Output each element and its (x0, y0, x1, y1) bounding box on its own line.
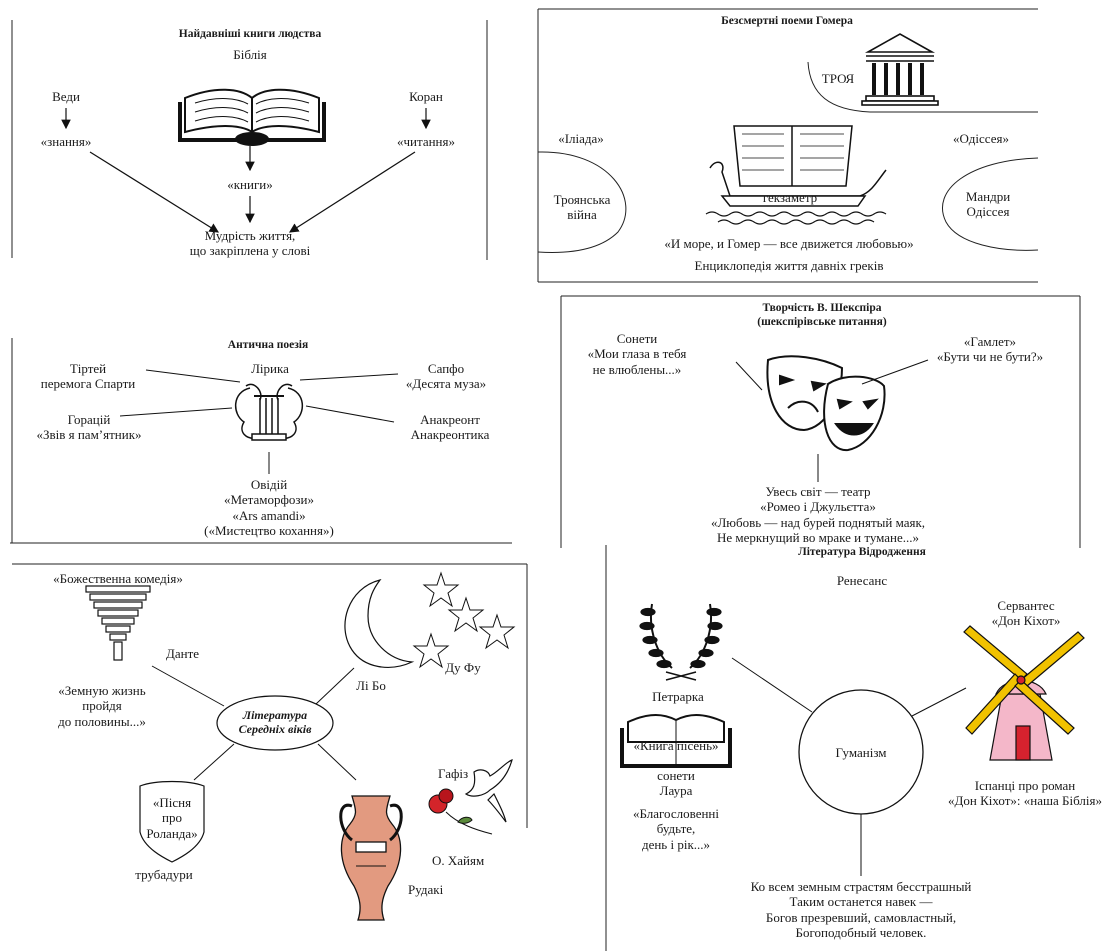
lyrics-label: Лірика (251, 361, 289, 376)
bible-label: Біблія (233, 47, 267, 62)
dante-label: Данте (166, 646, 200, 661)
ship-icon (709, 125, 887, 207)
amphora-icon (339, 795, 403, 921)
znannia-label: «знання» (40, 134, 92, 149)
hafiz-label: Гафіз (438, 766, 469, 781)
laurel-wreath-icon (639, 603, 723, 681)
open-book-icon (178, 88, 326, 146)
trojan-war-arc (537, 151, 627, 253)
humanism-label: Гуманізм (835, 745, 887, 760)
panel-antique-connectors (119, 369, 399, 474)
odyssey-label: «Одіссея» (953, 131, 1009, 146)
panel-middle-ages-frame (12, 563, 528, 828)
vedy-label: Веди (52, 89, 80, 104)
renaissance-quote: Ко всем земным страстям бесстрашный Таки… (750, 879, 972, 940)
divine-comedy-label: «Божественна комедія» (53, 571, 183, 586)
li-bo-label: Лі Бо (356, 678, 386, 693)
theatre-masks-icon (766, 355, 886, 452)
shield-icon (139, 780, 205, 863)
tyrtaeus-label: Тіртей перемога Спарти (40, 361, 136, 392)
panel-antique-frame (10, 338, 512, 544)
khayyam-label: О. Хайям (432, 853, 485, 868)
sonnets-laura-label: сонети Лаура (657, 768, 695, 799)
waves-icon (705, 211, 887, 225)
center-ellipse (216, 695, 334, 751)
book-of-songs-label: «Книга пісень» (633, 738, 719, 753)
panel-shakespeare-frame (560, 295, 1081, 548)
lyre-icon (235, 383, 303, 441)
temple-icon (861, 33, 939, 106)
panel-middle-ages-connectors (151, 665, 357, 781)
homer-quote: «И море, и Гомер — все движется любовью» (664, 236, 914, 251)
horace-label: Горацій «Звів я пам’ятник» (36, 412, 142, 443)
trojan-war-label: Троянська війна (553, 192, 611, 223)
iliad-label: «Іліада» (558, 131, 604, 146)
panel-ancient-books-frame (11, 20, 488, 260)
chytannia-label: «читання» (397, 134, 455, 149)
panel-homer-title: Безсмертні поеми Гомера (721, 15, 853, 27)
world-theatre-label: Увесь світ — театр «Ромео і Джульєтта» «… (710, 484, 926, 545)
panel-shakespeare-title: Творчість В. Шекспіра (шекспірівське пит… (757, 302, 887, 328)
middle-ages-center-label: Література Середніх віків (238, 708, 312, 737)
panel-renaissance-title: Література Відродження (798, 546, 926, 558)
wanderings-label: Мандри Одіссея (965, 189, 1011, 220)
koran-label: Коран (409, 89, 443, 104)
windmill-icon (963, 625, 1085, 761)
sonnets-label: Сонети «Мои глаза в тебя не влюблены...» (587, 331, 687, 377)
book-of-songs-icon (620, 714, 732, 768)
anacreon-label: Анакреонт Анакреонтика (410, 412, 490, 443)
wisdom-label: Мудрість життя, що закріплена у слові (189, 228, 311, 259)
hexameter-label: гекзаметр (762, 190, 818, 205)
spaniards-label: Іспанці про роман «Дон Кіхот»: «наша Біб… (948, 778, 1102, 809)
rose-icon (428, 788, 493, 835)
dante-pyramid-icon (85, 585, 151, 661)
encyclopedia-label: Енциклопедія життя давніх греків (694, 258, 884, 273)
roland-label: «Пісня про Роланда» (146, 795, 198, 841)
panel-renaissance-connectors (731, 657, 967, 876)
panel-homer-frame (537, 8, 1038, 283)
dante-quote: «Земную жизнь пройдя до половины...» (58, 683, 146, 729)
hamlet-label: «Гамлет» «Бути чи не бути?» (936, 334, 1044, 365)
knyhy-label: «книги» (227, 177, 273, 192)
rudaki-label: Рудакі (408, 882, 444, 897)
petrarch-label: Петрарка (652, 689, 704, 704)
renaissance-label: Ренесанс (836, 573, 888, 588)
stars-icon (412, 571, 516, 669)
cervantes-label: Сервантес «Дон Кіхот» (991, 598, 1061, 629)
ovid-label: Овідій «Метаморфози» «Ars amandi» («Мист… (204, 477, 334, 538)
wanderings-arc (941, 157, 1039, 251)
du-fu-label: Ду Фу (445, 660, 481, 675)
panel-ancient-books-arrows (61, 108, 431, 233)
panel-antique-title: Антична поезія (227, 339, 309, 351)
panel-shakespeare-connectors (735, 359, 929, 482)
blessed-quote: «Благословенні будьте, день і рік...» (633, 806, 719, 852)
sappho-label: Сапфо «Десята муза» (405, 361, 487, 392)
crescent-moon-icon (344, 579, 415, 668)
troubadours-label: трубадури (135, 867, 193, 882)
dove-icon (464, 759, 513, 823)
panel-ancient-books-title: Найдавніші книги людства (178, 28, 322, 40)
troy-arc (807, 61, 1038, 113)
troya-label: ТРОЯ (821, 71, 855, 86)
